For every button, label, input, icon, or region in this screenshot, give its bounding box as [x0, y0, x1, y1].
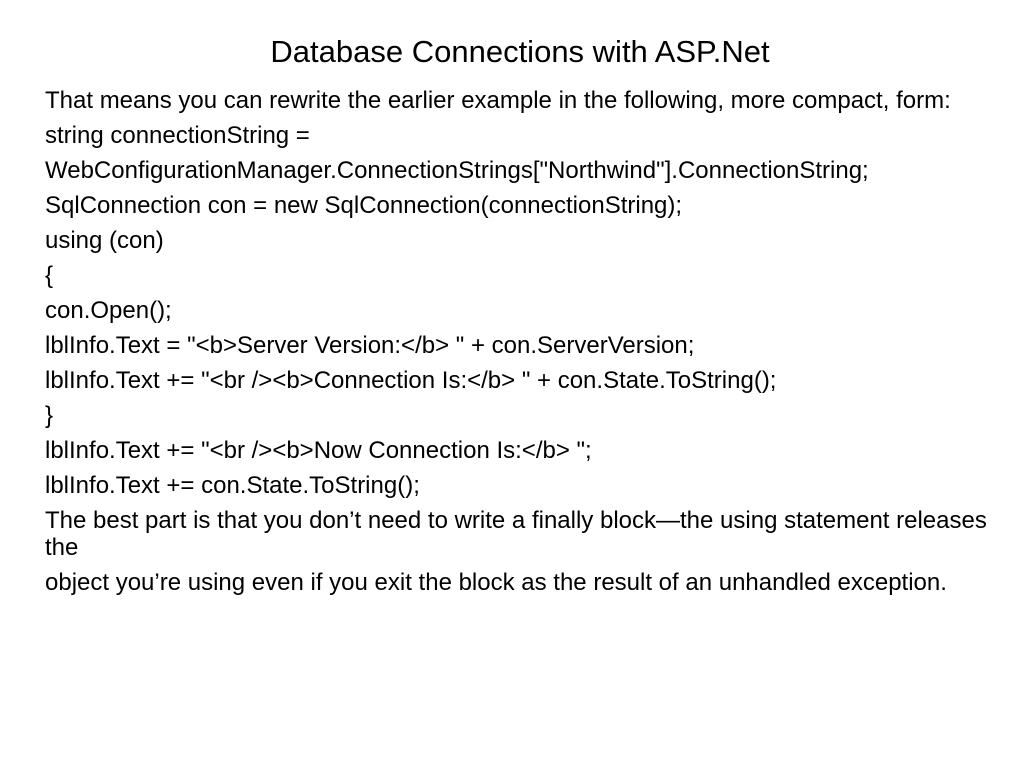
code-line-declaration: string connectionString = [45, 122, 310, 149]
text-line-intro: That means you can rewrite the earlier e… [45, 87, 951, 114]
code-line-server-version: lblInfo.Text = "<b>Server Version:</b> "… [45, 332, 695, 359]
code-line-config-lookup: WebConfigurationManager.ConnectionString… [45, 157, 869, 184]
code-line-now-connection: lblInfo.Text += "<br /><b>Now Connection… [45, 437, 592, 464]
text-line-object-exception: object you’re using even if you exit the… [45, 569, 947, 596]
code-line-open-brace: { [45, 262, 54, 289]
code-line-connection-state: lblInfo.Text += "<br /><b>Connection Is:… [45, 367, 777, 394]
code-line-new-connection: SqlConnection con = new SqlConnection(co… [45, 192, 683, 219]
code-line-open: con.Open(); [45, 297, 172, 324]
text-line-best-part: The best part is that you don’t need to … [45, 507, 987, 561]
slide-title: Database Connections with ASP.Net [270, 34, 770, 69]
code-line-using: using (con) [45, 227, 164, 254]
slide-body: That means you can rewrite the earlier e… [45, 87, 993, 604]
code-line-state-string: lblInfo.Text += con.State.ToString(); [45, 472, 420, 499]
code-line-close-brace: } [45, 402, 54, 429]
